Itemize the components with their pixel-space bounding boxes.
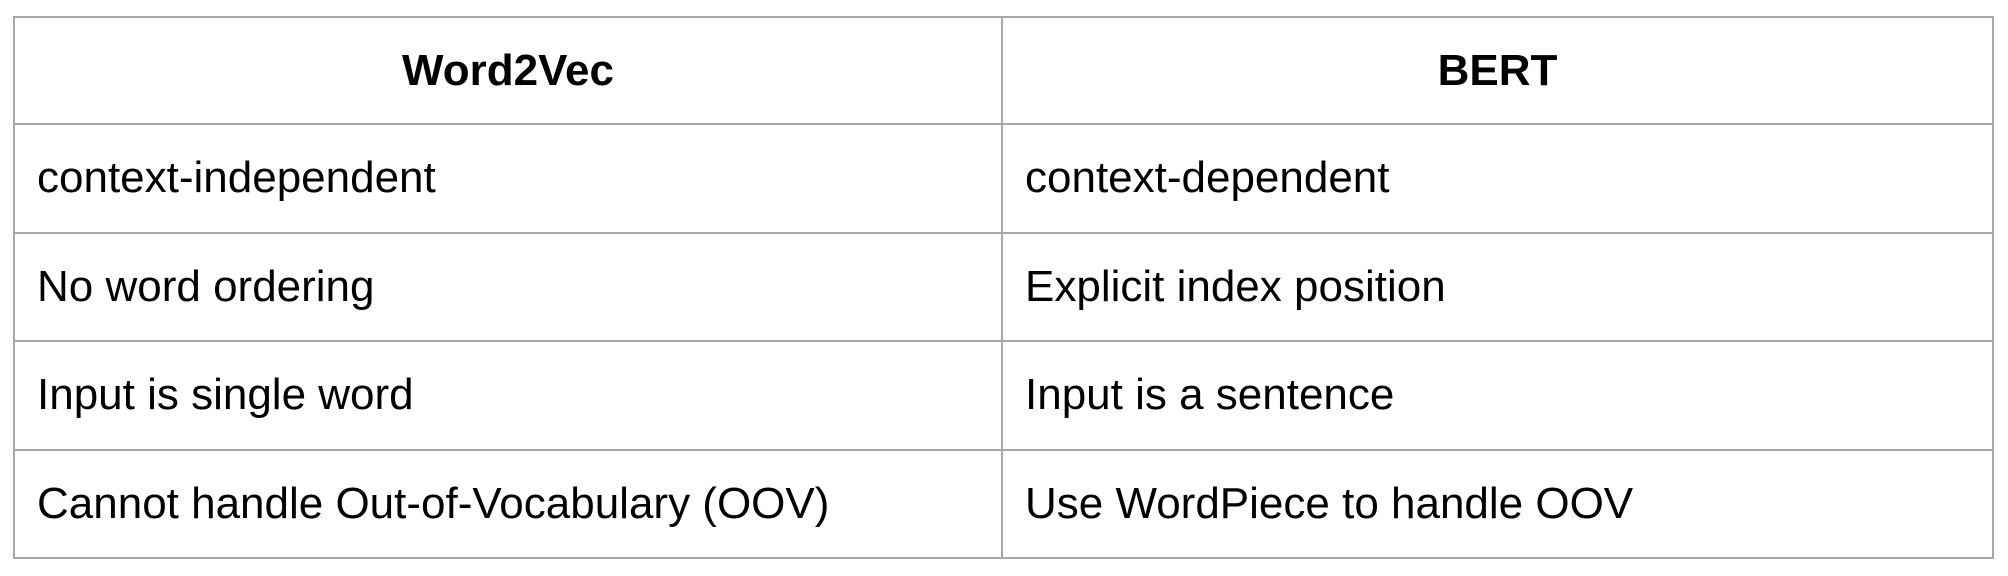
table-cell-word2vec: No word ordering [13,231,1003,342]
header-row: Word2Vec BERT [13,16,1994,125]
header-cell-word2vec: Word2Vec [13,16,1003,125]
table-cell-bert: context-dependent [1001,123,1994,234]
table-cell-word2vec: Cannot handle Out-of-Vocabulary (OOV) [13,448,1003,559]
table-row: Cannot handle Out-of-Vocabulary (OOV) Us… [13,448,1994,559]
comparison-table: Word2Vec BERT context-independent contex… [13,16,1994,559]
table-cell-bert: Use WordPiece to handle OOV [1001,448,1994,559]
table-row: Input is single word Input is a sentence [13,340,1994,451]
table-cell-word2vec: Input is single word [13,340,1003,451]
table-row: context-independent context-dependent [13,123,1994,234]
table-cell-word2vec: context-independent [13,123,1003,234]
table-row: No word ordering Explicit index position [13,231,1994,342]
header-cell-bert: BERT [1001,16,1994,125]
table-cell-bert: Explicit index position [1001,231,1994,342]
table-cell-bert: Input is a sentence [1001,340,1994,451]
